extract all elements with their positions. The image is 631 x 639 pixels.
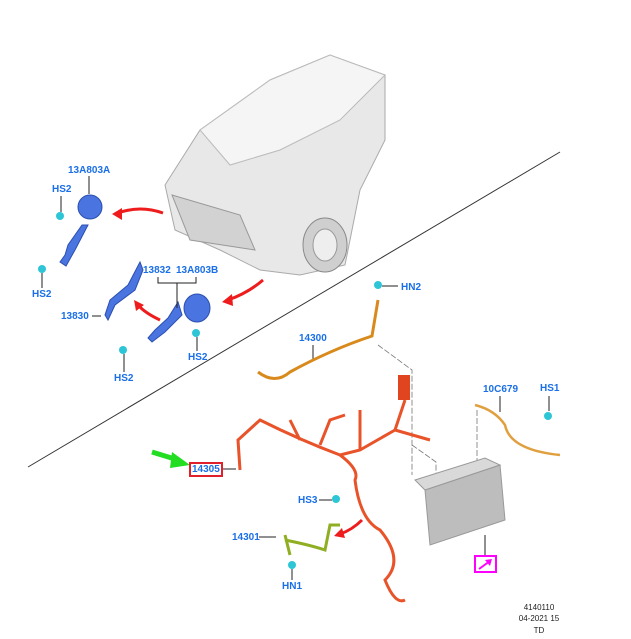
green-pointer-arrow (151, 449, 190, 468)
callout-hs2[interactable]: HS2 (188, 352, 208, 363)
callout-14300[interactable]: 14300 (299, 333, 327, 344)
footer-date: 04-2021 15 (518, 614, 560, 623)
callout-hs2[interactable]: HS2 (52, 184, 72, 195)
callout-hn1[interactable]: HN1 (282, 581, 303, 592)
battery-illustration (414, 457, 506, 546)
callout-13830[interactable]: 13830 (61, 311, 89, 322)
harness-14300 (257, 299, 380, 380)
harness-14305-bracket (398, 375, 410, 400)
fasteners (38, 212, 552, 569)
leader-lines (41, 176, 550, 580)
callout-hs3[interactable]: HS3 (298, 495, 318, 506)
horn-parts (59, 194, 211, 343)
vehicle-front-illustration (164, 54, 386, 276)
footer-code: 4140110 (523, 603, 555, 612)
arrowheads (112, 208, 345, 538)
dashed-guides (377, 344, 478, 475)
harness-14301 (283, 523, 340, 556)
callout-hs2[interactable]: HS2 (114, 373, 134, 384)
harness-14305 (236, 399, 431, 603)
callout-13A803B[interactable]: 13A803B (176, 265, 219, 276)
callout-14301[interactable]: 14301 (232, 532, 260, 543)
callout-14305-highlighted[interactable]: 14305 (189, 462, 223, 477)
section-divider (27, 151, 561, 468)
battery-link-icon[interactable] (474, 555, 497, 573)
cable-10c679 (474, 403, 561, 457)
footer-initials: TD (533, 626, 545, 635)
arrow-to-14301 (339, 518, 364, 536)
callout-hn2[interactable]: HN2 (401, 282, 422, 293)
callout-13A803A[interactable]: 13A803A (68, 165, 111, 176)
arrow-to-bracket (136, 303, 161, 322)
arrow-to-horn-b (227, 278, 264, 302)
callout-hs2[interactable]: HS2 (32, 289, 52, 300)
callout-hs1[interactable]: HS1 (540, 383, 560, 394)
callout-10C679[interactable]: 10C679 (483, 384, 519, 395)
arrow-to-horn-a (117, 207, 164, 215)
callout-13832[interactable]: 13832 (143, 265, 171, 276)
